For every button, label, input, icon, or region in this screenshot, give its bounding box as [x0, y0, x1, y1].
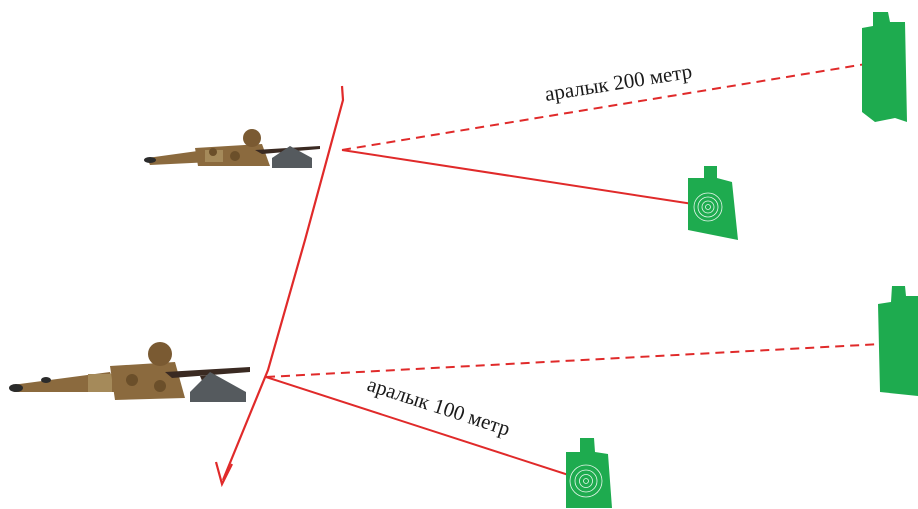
- target-near-top: [688, 166, 738, 240]
- soldier-top: [144, 129, 320, 168]
- trajectory-100-bottom: [265, 376, 585, 482]
- soldier-bottom: [9, 342, 250, 402]
- trajectory-200-bottom: [265, 339, 901, 378]
- target-far-bottom: [878, 286, 918, 396]
- label-distance-200: аралык 200 метр: [543, 59, 694, 106]
- firing-line: [214, 85, 345, 488]
- target-near-bottom: [566, 438, 612, 508]
- label-distance-100: аралык 100 метр: [364, 372, 513, 441]
- target-far-top: [862, 12, 907, 122]
- trajectory-solid-top: [341, 149, 707, 209]
- trajectory-200-top: [341, 59, 879, 151]
- firing-line-arrow-icon: [214, 461, 233, 488]
